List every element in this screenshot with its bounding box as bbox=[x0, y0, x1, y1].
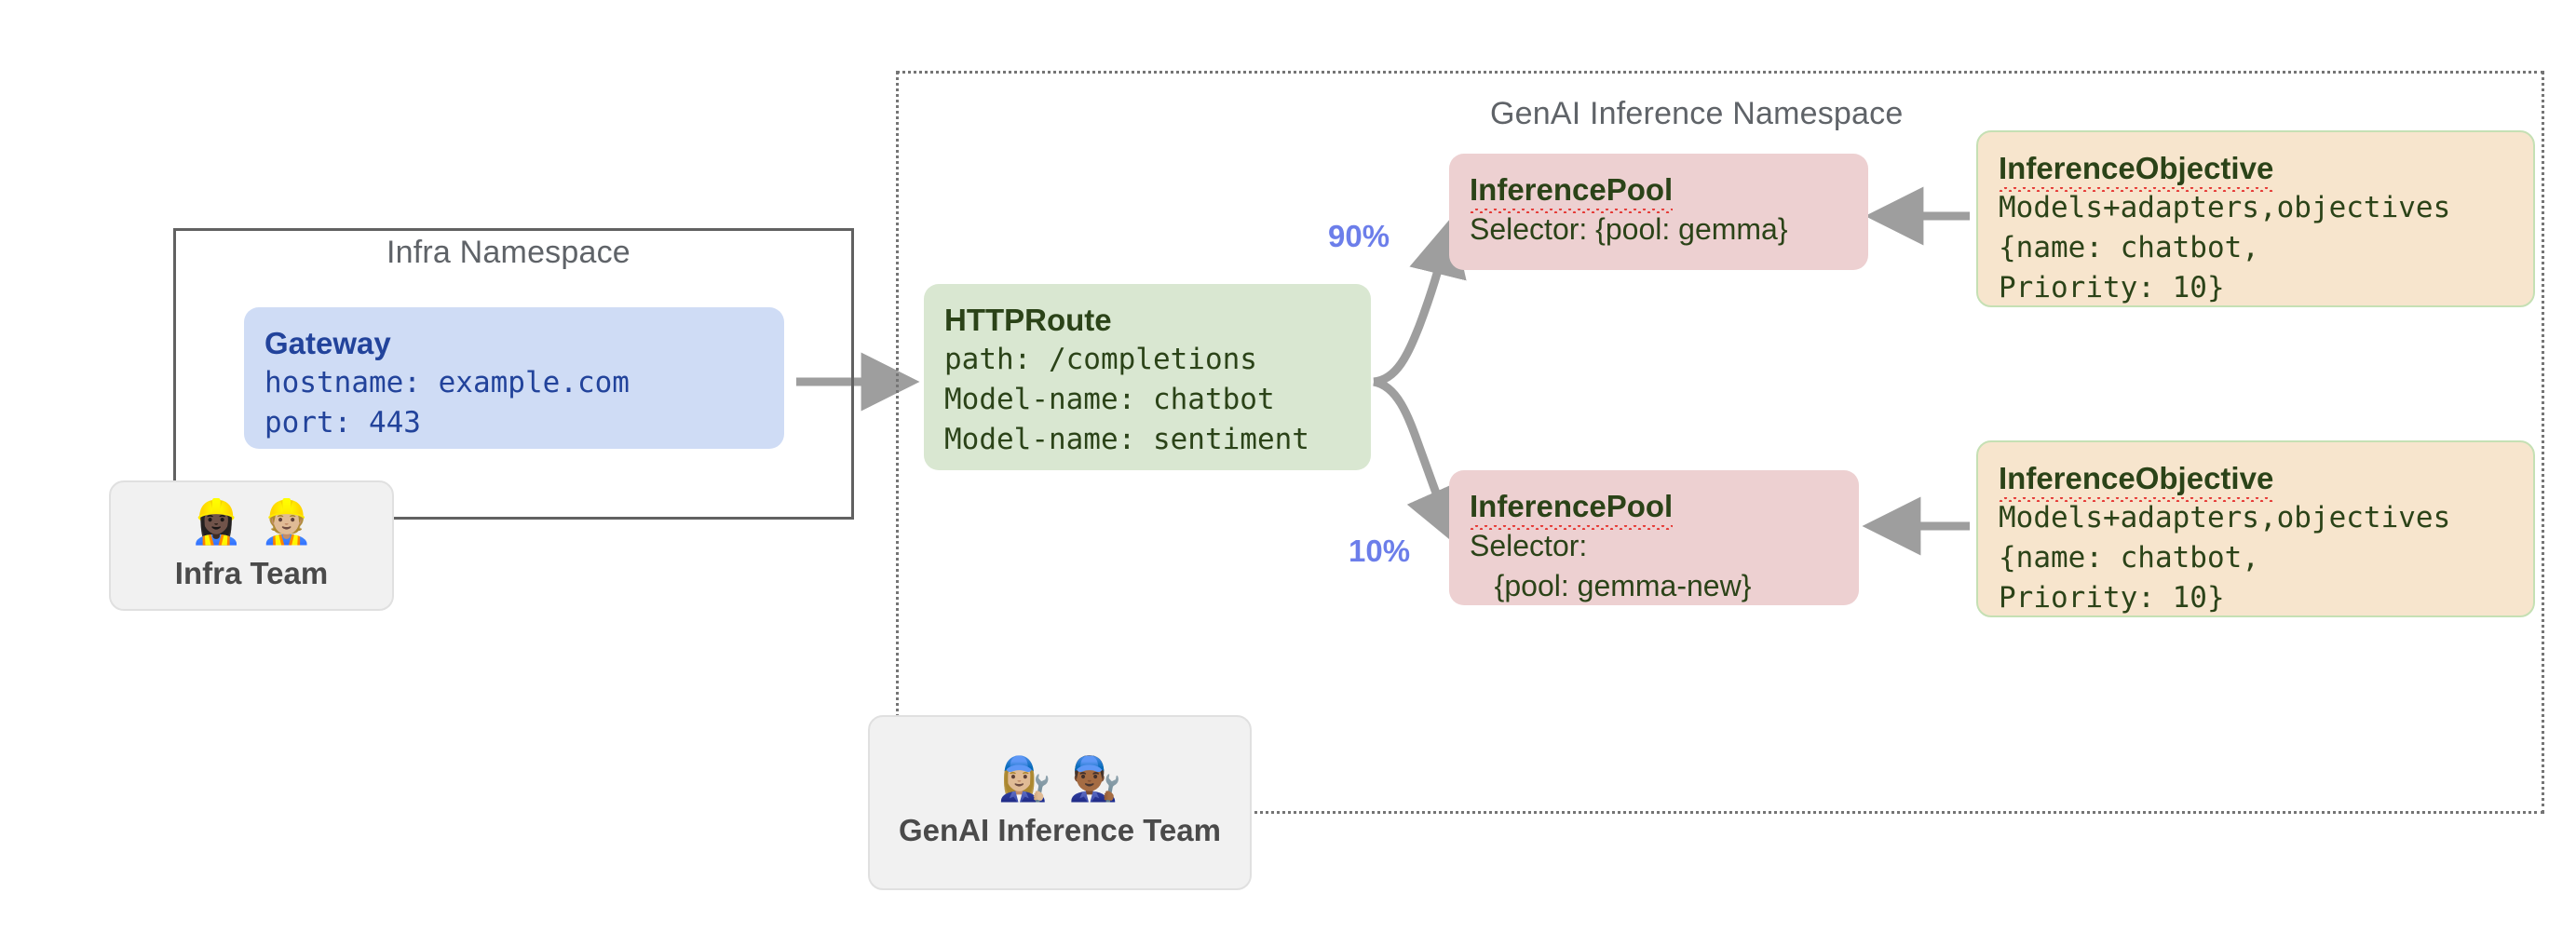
httproute-line-path: path: /completions bbox=[944, 343, 1257, 377]
infra-namespace-title: Infra Namespace bbox=[386, 235, 630, 270]
spellcheck-underline: InferenceObjective bbox=[1999, 149, 2274, 193]
inferencepool-gemma-new-title: InferencePool bbox=[1470, 487, 1838, 531]
inferenceobjective-top-title: InferenceObjective bbox=[1999, 149, 2513, 193]
gateway-title: Gateway bbox=[264, 326, 391, 360]
gateway-line-port: port: 443 bbox=[264, 406, 421, 439]
weight-label-90: 90% bbox=[1328, 219, 1390, 253]
inferenceobjective-bottom-line-name: {name: chatbot, bbox=[1999, 541, 2259, 575]
infra-team-avatars: 👷🏿‍♀️👷🏼 bbox=[189, 497, 331, 546]
inferenceobjective-top-line-models: Models+adapters,objectives bbox=[1999, 191, 2451, 225]
inferencepool-gemma-new-selector-value: {pool: gemma-new} bbox=[1470, 569, 1752, 603]
gateway-line-hostname: hostname: example.com bbox=[264, 366, 630, 400]
infra-team-chip[interactable]: 👷🏿‍♀️👷🏼 Infra Team bbox=[109, 480, 394, 611]
httproute-node[interactable]: HTTPRoute path: /completions Model-name:… bbox=[924, 284, 1371, 470]
weight-label-10: 10% bbox=[1349, 534, 1411, 568]
inferenceobjective-bottom-title: InferenceObjective bbox=[1999, 459, 2513, 503]
httproute-line-model-chatbot: Model-name: chatbot bbox=[944, 383, 1275, 416]
inferencepool-gemma-selector: Selector: {pool: gemma} bbox=[1470, 212, 1788, 247]
genai-namespace-container bbox=[896, 71, 2544, 814]
inferenceobjective-bottom-line-models: Models+adapters,objectives bbox=[1999, 501, 2451, 535]
inferenceobjective-top-node[interactable]: InferenceObjective Models+adapters,objec… bbox=[1976, 130, 2535, 307]
spellcheck-underline: InferencePool bbox=[1470, 487, 1674, 531]
infra-namespace-container bbox=[173, 228, 854, 520]
httproute-line-model-sentiment: Model-name: sentiment bbox=[944, 422, 1309, 456]
inferencepool-gemma-node[interactable]: InferencePool Selector: {pool: gemma} bbox=[1449, 154, 1868, 270]
inferencepool-gemma-new-node[interactable]: InferencePool Selector: {pool: gemma-new… bbox=[1449, 470, 1859, 605]
spellcheck-underline: InferenceObjective bbox=[1999, 459, 2274, 503]
gateway-node[interactable]: Gateway hostname: example.com port: 443 bbox=[244, 307, 784, 449]
httproute-title: HTTPRoute bbox=[944, 303, 1112, 337]
genai-namespace-title: GenAI Inference Namespace bbox=[1490, 96, 1904, 131]
genai-team-label: GenAI Inference Team bbox=[898, 813, 1221, 847]
infra-team-label: Infra Team bbox=[174, 556, 329, 590]
genai-team-avatars: 👩🏼‍🔧👨🏾‍🔧 bbox=[997, 754, 1139, 803]
inferencepool-gemma-title: InferencePool bbox=[1470, 170, 1848, 214]
spellcheck-underline: InferencePool bbox=[1470, 170, 1674, 214]
genai-team-chip[interactable]: 👩🏼‍🔧👨🏾‍🔧 GenAI Inference Team bbox=[868, 715, 1252, 890]
inferenceobjective-top-line-name: {name: chatbot, bbox=[1999, 231, 2259, 264]
inferencepool-gemma-new-selector-key: Selector: bbox=[1470, 529, 1588, 563]
inferenceobjective-top-line-priority: Priority: 10} bbox=[1999, 270, 2225, 304]
inferenceobjective-bottom-line-priority: Priority: 10} bbox=[1999, 580, 2225, 615]
inferenceobjective-bottom-node[interactable]: InferenceObjective Models+adapters,objec… bbox=[1976, 440, 2535, 617]
